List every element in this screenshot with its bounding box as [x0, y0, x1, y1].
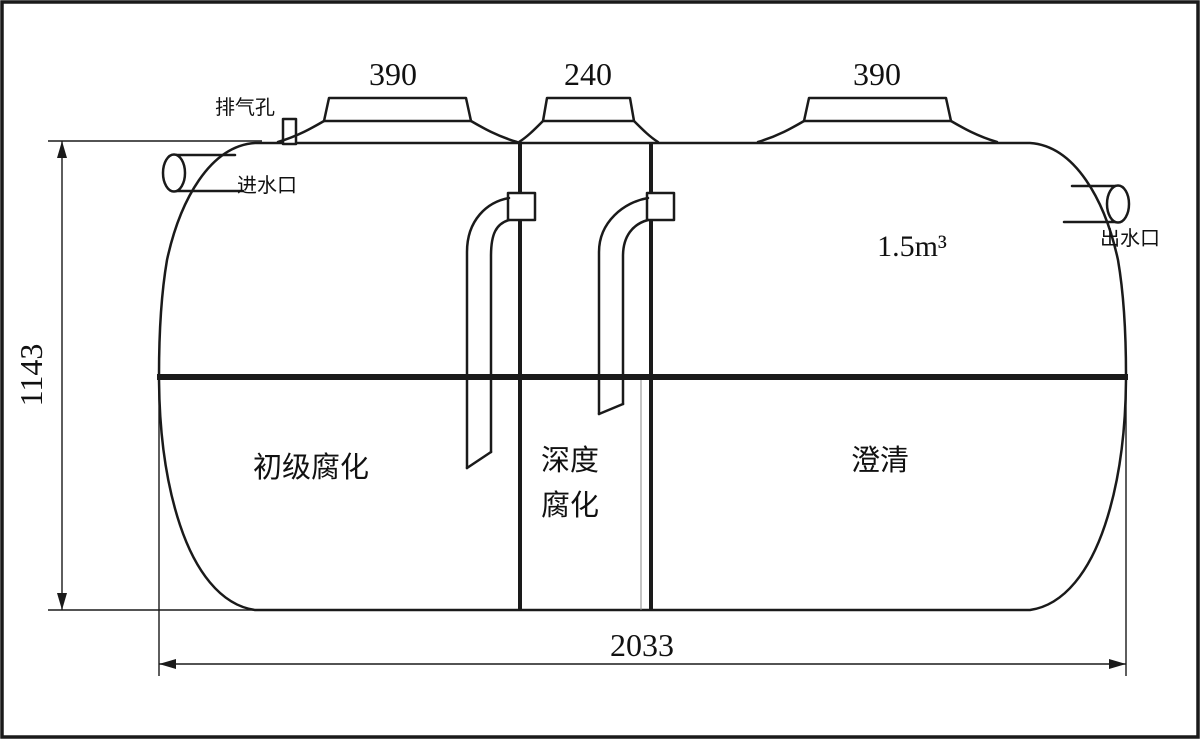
baffle-left-mouth	[465, 450, 493, 470]
chamber-primary-label: 初级腐化	[253, 451, 369, 484]
dim-opening-left-label: 390	[369, 56, 417, 92]
baffle-right-outer	[597, 196, 650, 416]
chamber-deep-label-line2: 腐化	[541, 489, 599, 522]
dim-height-arrow-bottom	[57, 593, 67, 610]
baffle-right-connector	[645, 191, 676, 222]
manhole-left-lid	[322, 96, 473, 123]
manhole-right-lid	[802, 96, 953, 123]
vent-label: 排气孔	[215, 96, 275, 119]
dim-height-arrow-top	[57, 141, 67, 158]
dim-height-label: 1143	[13, 344, 49, 407]
inlet-pipe-end	[161, 153, 187, 193]
inlet-label: 进水口	[237, 174, 297, 197]
chamber-clarify-label: 澄清	[851, 444, 909, 477]
manhole-mid-neck-right	[632, 119, 660, 144]
manhole-left-neck-left	[276, 119, 326, 144]
baffle-left-inner	[489, 218, 511, 454]
baffle-right-inner	[621, 218, 650, 406]
baffle-left-connector	[506, 191, 537, 222]
volume-label: 1.5m³	[877, 230, 947, 263]
baffle-right-mouth	[597, 402, 625, 416]
manhole-mid-neck-left	[517, 119, 545, 144]
baffle-left-outer	[465, 196, 511, 470]
manhole-mid-lid	[541, 96, 636, 123]
manhole-right-neck-left	[756, 119, 806, 144]
manhole-left-neck-right	[469, 119, 519, 144]
dim-opening-right-label: 390	[853, 56, 901, 92]
dim-length-arrow-left	[159, 659, 176, 669]
dim-length-label: 2033	[610, 627, 674, 663]
outlet-pipe-end	[1105, 184, 1131, 224]
chamber-deep-label-line1: 深度	[541, 444, 599, 477]
dim-opening-mid-label: 240	[564, 56, 612, 92]
outlet-label: 出水口	[1100, 227, 1160, 250]
dim-length-arrow-right	[1109, 659, 1126, 669]
manhole-right-neck-right	[949, 119, 999, 144]
